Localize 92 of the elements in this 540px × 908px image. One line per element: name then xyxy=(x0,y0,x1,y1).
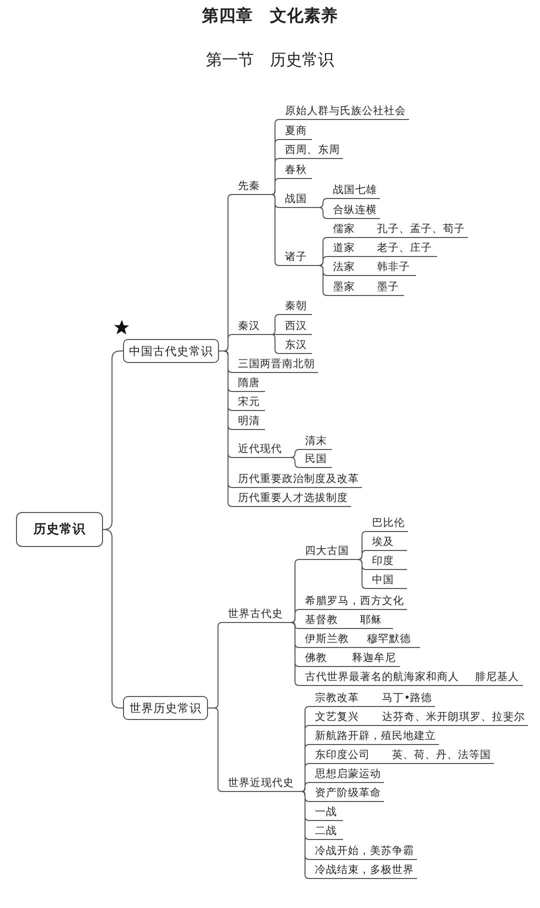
connector-line xyxy=(272,334,280,354)
underlined-topic: 穆罕默德 xyxy=(361,631,420,648)
connector-line xyxy=(370,706,376,707)
underlined-topic: 民国 xyxy=(299,451,332,468)
underlined-topic: 秦朝 xyxy=(279,298,312,315)
underlined-topic: 埃及 xyxy=(366,534,407,551)
underlined-topic: 达芬奇、米开朗琪罗、拉斐尔 xyxy=(376,709,528,726)
topic-box: 世界历史常识 xyxy=(123,696,208,720)
underlined-topic: 世界古代史 xyxy=(222,606,290,623)
connector-line xyxy=(354,647,362,648)
connector-line xyxy=(302,791,310,879)
underlined-topic: 古代世界最著名的航海家和商人 xyxy=(299,669,462,686)
connector-line xyxy=(362,256,372,257)
underlined-topic: 思想启蒙运动 xyxy=(309,766,384,783)
underlined-topic: 腓尼基人 xyxy=(469,669,523,686)
underlined-topic: 清末 xyxy=(299,433,332,450)
connector-line xyxy=(316,265,328,296)
underlined-topic: 历代重要政治制度及改革 xyxy=(232,471,362,488)
underlined-topic: 一战 xyxy=(309,804,343,821)
connector-line xyxy=(272,178,280,195)
connector-line xyxy=(290,622,300,686)
connector-line xyxy=(370,725,376,726)
connector-line xyxy=(272,334,280,335)
underlined-topic: 印度 xyxy=(366,553,407,570)
underlined-topic: 老子、庄子 xyxy=(371,240,437,257)
connector-line xyxy=(344,628,354,629)
underlined-topic: 春秋 xyxy=(279,162,312,179)
section-heading: 第一节 历史常识 xyxy=(206,50,334,71)
underlined-topic: 伊斯兰教 xyxy=(299,631,355,648)
connector-line xyxy=(362,275,372,276)
underlined-topic: 三国两晋南北朝 xyxy=(232,356,318,373)
underlined-topic: 战国 xyxy=(279,191,317,208)
underlined-topic: 耶稣 xyxy=(354,612,393,629)
connector-line xyxy=(302,782,310,792)
underlined-topic: 中国 xyxy=(366,572,407,589)
connector-line xyxy=(290,609,300,623)
underlined-topic: 战国七雄 xyxy=(327,182,380,199)
connector-line xyxy=(338,666,346,667)
connector-line xyxy=(208,708,222,792)
connector-line xyxy=(380,763,386,764)
connector-line xyxy=(102,529,124,708)
underlined-topic: 墨子 xyxy=(371,279,404,296)
underlined-topic: 秦汉 xyxy=(232,318,272,335)
underlined-topic: 西周、东周 xyxy=(279,142,343,159)
underlined-topic: 资产阶级革命 xyxy=(309,785,384,802)
connector-line xyxy=(290,457,300,468)
underlined-topic: 文艺复兴 xyxy=(309,709,370,726)
connector-line xyxy=(272,314,280,335)
underlined-topic: 东汉 xyxy=(279,337,312,354)
underlined-topic: 先秦 xyxy=(232,178,272,195)
underlined-topic: 原始人群与氏族公社社会 xyxy=(279,103,409,120)
connector-line xyxy=(362,295,372,296)
underlined-topic: 巴比伦 xyxy=(366,515,408,532)
connector-line xyxy=(358,559,366,589)
underlined-topic: 西汉 xyxy=(279,318,312,335)
underlined-topic: 二战 xyxy=(309,823,343,840)
underlined-topic: 冷战开始，美苏争霸 xyxy=(309,843,417,860)
connector-line xyxy=(316,207,328,219)
underlined-topic: 诸子 xyxy=(279,249,317,266)
connector-line xyxy=(272,194,280,266)
underlined-topic: 冷战结束，多极世界 xyxy=(309,862,417,879)
underlined-topic: 宗教改革 xyxy=(309,690,370,707)
underlined-topic: 释迦牟尼 xyxy=(346,650,400,667)
underlined-topic: 世界近现代史 xyxy=(222,775,302,792)
underlined-topic: 法家 xyxy=(327,259,362,276)
underlined-topic: 墨家 xyxy=(327,279,362,296)
page-title: 第四章 文化素养 xyxy=(202,5,338,27)
underlined-topic: 合纵连横 xyxy=(327,202,380,219)
underlined-topic: 东印度公司 xyxy=(309,747,380,764)
underlined-topic: 马丁•路德 xyxy=(376,690,436,707)
underlined-topic: 基督教 xyxy=(299,612,345,629)
underlined-topic: 历代重要人才选拔制度 xyxy=(232,490,351,507)
underlined-topic: 道家 xyxy=(327,240,362,257)
root-topic-box: 历史常识 xyxy=(16,512,103,547)
underlined-topic: 希腊罗马，西方文化 xyxy=(299,593,407,610)
connector-line xyxy=(290,449,300,458)
topic-box: 中国古代史常识 xyxy=(123,339,219,363)
underlined-topic: 佛教 xyxy=(299,650,338,667)
underlined-topic: 英、荷、丹、法等国 xyxy=(386,747,494,764)
underlined-topic: 儒家 xyxy=(327,221,362,238)
connector-line xyxy=(362,237,372,238)
underlined-topic: 四大古国 xyxy=(299,543,358,560)
underlined-topic: 韩非子 xyxy=(371,259,416,276)
underlined-topic: 新航路开辟，殖民地建立 xyxy=(309,728,439,745)
underlined-topic: 明清 xyxy=(232,413,265,430)
connector-line xyxy=(358,550,366,560)
connector-line xyxy=(462,685,470,686)
underlined-topic: 夏商 xyxy=(279,123,312,140)
underlined-topic: 孔子、孟子、荀子 xyxy=(371,221,468,238)
underlined-topic: 隋唐 xyxy=(232,375,265,392)
underlined-topic: 宋元 xyxy=(232,394,265,411)
underlined-topic: 近代现代 xyxy=(232,441,290,458)
